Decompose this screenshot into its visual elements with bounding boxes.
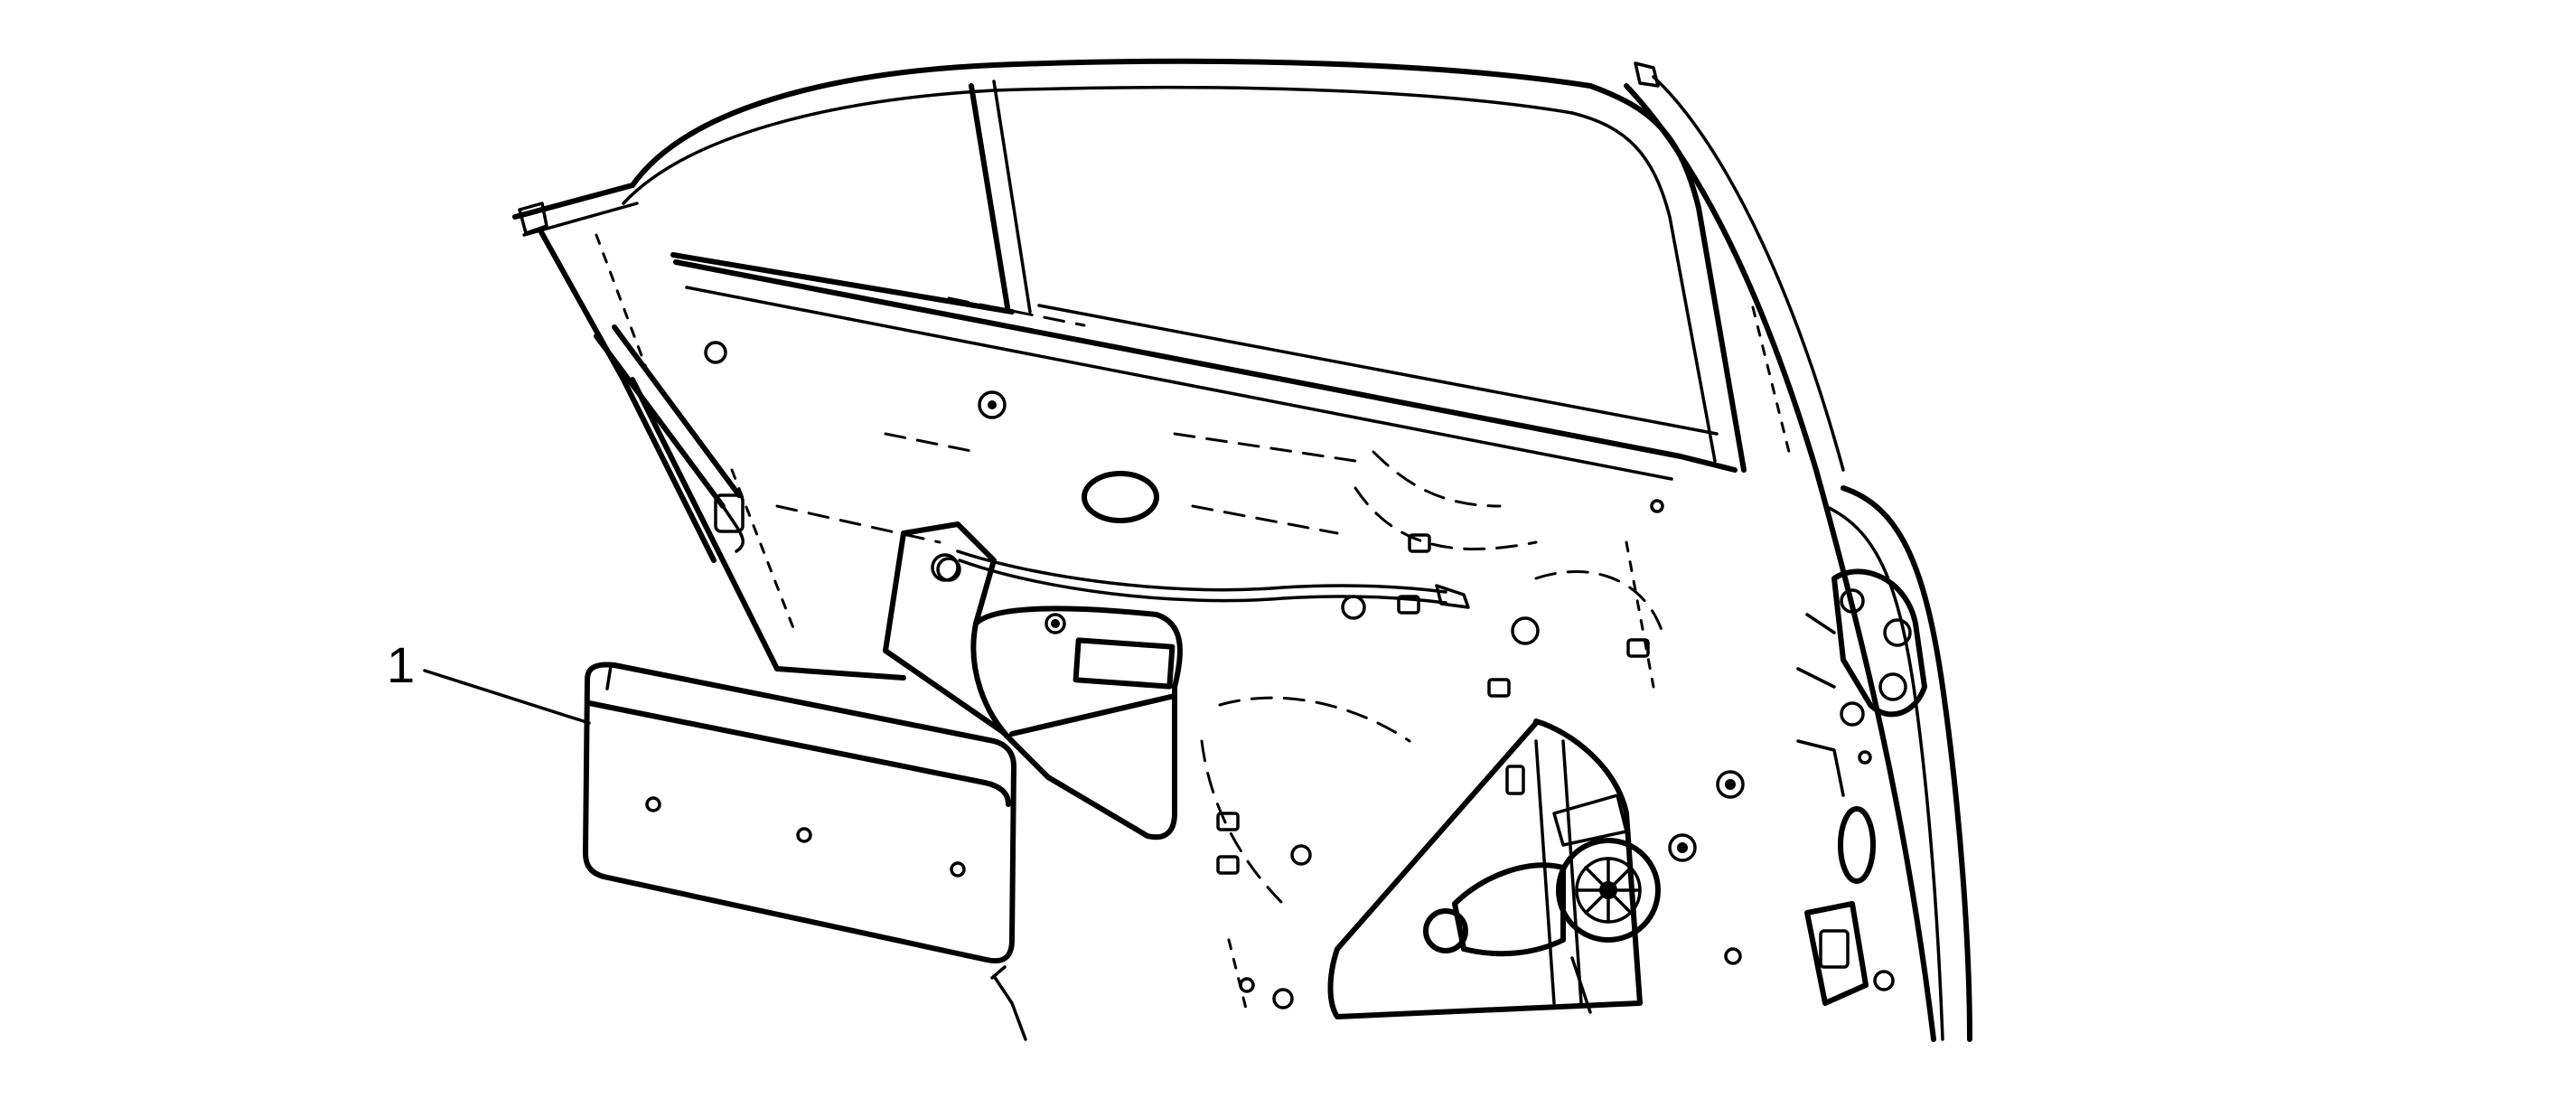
callout-1-leader [423, 669, 591, 725]
callout-1-label: 1 [387, 636, 416, 693]
window-regulator [1327, 718, 1661, 1019]
trim-pocket [973, 606, 1183, 840]
door-panel-deflector [583, 662, 1016, 964]
latch-hardware [1796, 568, 1927, 1006]
bottom-bracket [990, 965, 1027, 1041]
inner-panel-details [594, 233, 1872, 1014]
